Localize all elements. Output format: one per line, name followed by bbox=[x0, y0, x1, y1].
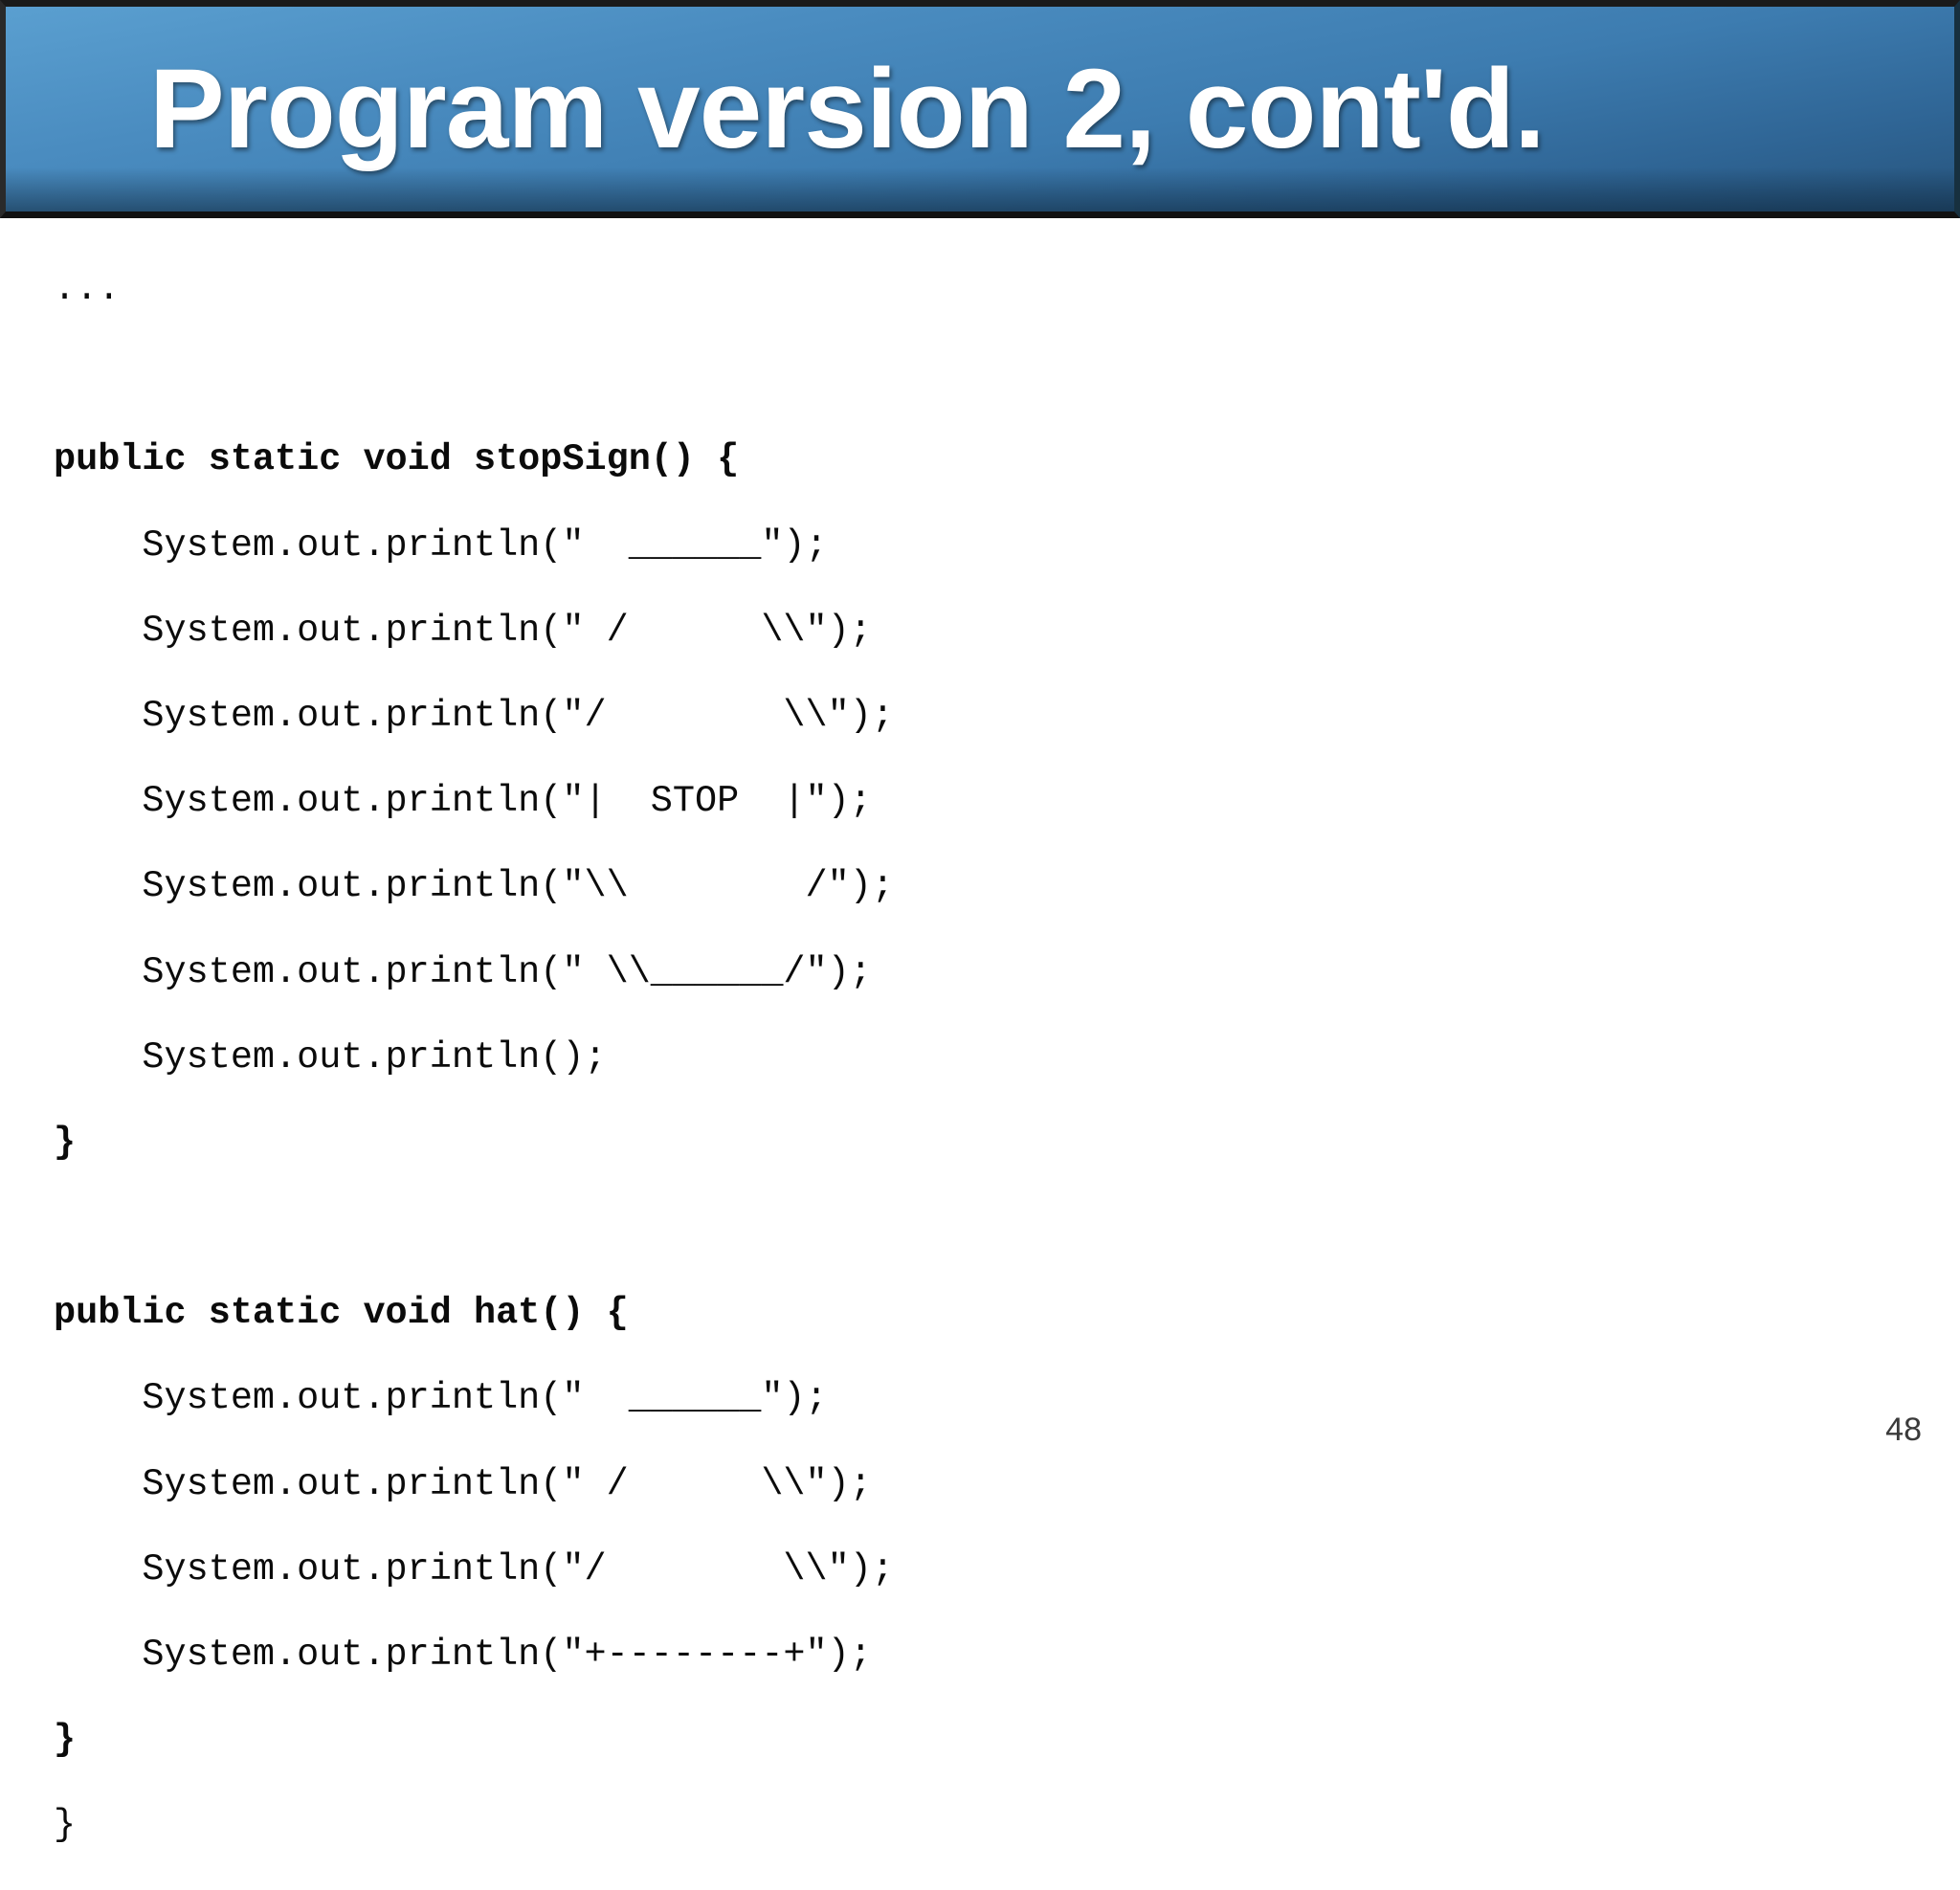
code-line: ... bbox=[54, 268, 121, 310]
page-title: Program version 2, cont'd. bbox=[149, 46, 1546, 172]
code-line: System.out.println("/ \\"); bbox=[54, 694, 894, 737]
code-line: System.out.println("+--------+"); bbox=[54, 1634, 872, 1676]
code-line: } bbox=[54, 1121, 77, 1164]
code-line: System.out.println(" / \\"); bbox=[54, 1462, 872, 1505]
code-line: System.out.println(" ______"); bbox=[54, 1377, 828, 1420]
code-line: System.out.println(" ______"); bbox=[54, 523, 828, 567]
code-line: System.out.println("\\ /"); bbox=[54, 865, 894, 908]
code-line: System.out.println(); bbox=[54, 1035, 607, 1078]
slide-content: ... public static void stopSign() { Syst… bbox=[0, 218, 1960, 1846]
code-line: } bbox=[54, 1719, 77, 1762]
code-line bbox=[54, 353, 894, 396]
code-line: public static void stopSign() { bbox=[54, 438, 740, 481]
code-line: System.out.println(" / \\"); bbox=[54, 609, 872, 652]
code-line bbox=[54, 1207, 894, 1250]
code-line: System.out.println("/ \\"); bbox=[54, 1547, 894, 1590]
code-line: } bbox=[54, 1804, 77, 1847]
slide-header: Program version 2, cont'd. bbox=[0, 0, 1960, 218]
page-number: 48 bbox=[1885, 1412, 1922, 1448]
slide: Program version 2, cont'd. ... public st… bbox=[0, 0, 1960, 1846]
code-block: ... public static void stopSign() { Syst… bbox=[54, 268, 894, 1890]
code-line: System.out.println("| STOP |"); bbox=[54, 780, 872, 823]
code-line: System.out.println(" \\______/"); bbox=[54, 950, 872, 993]
code-line: public static void hat() { bbox=[54, 1292, 629, 1335]
